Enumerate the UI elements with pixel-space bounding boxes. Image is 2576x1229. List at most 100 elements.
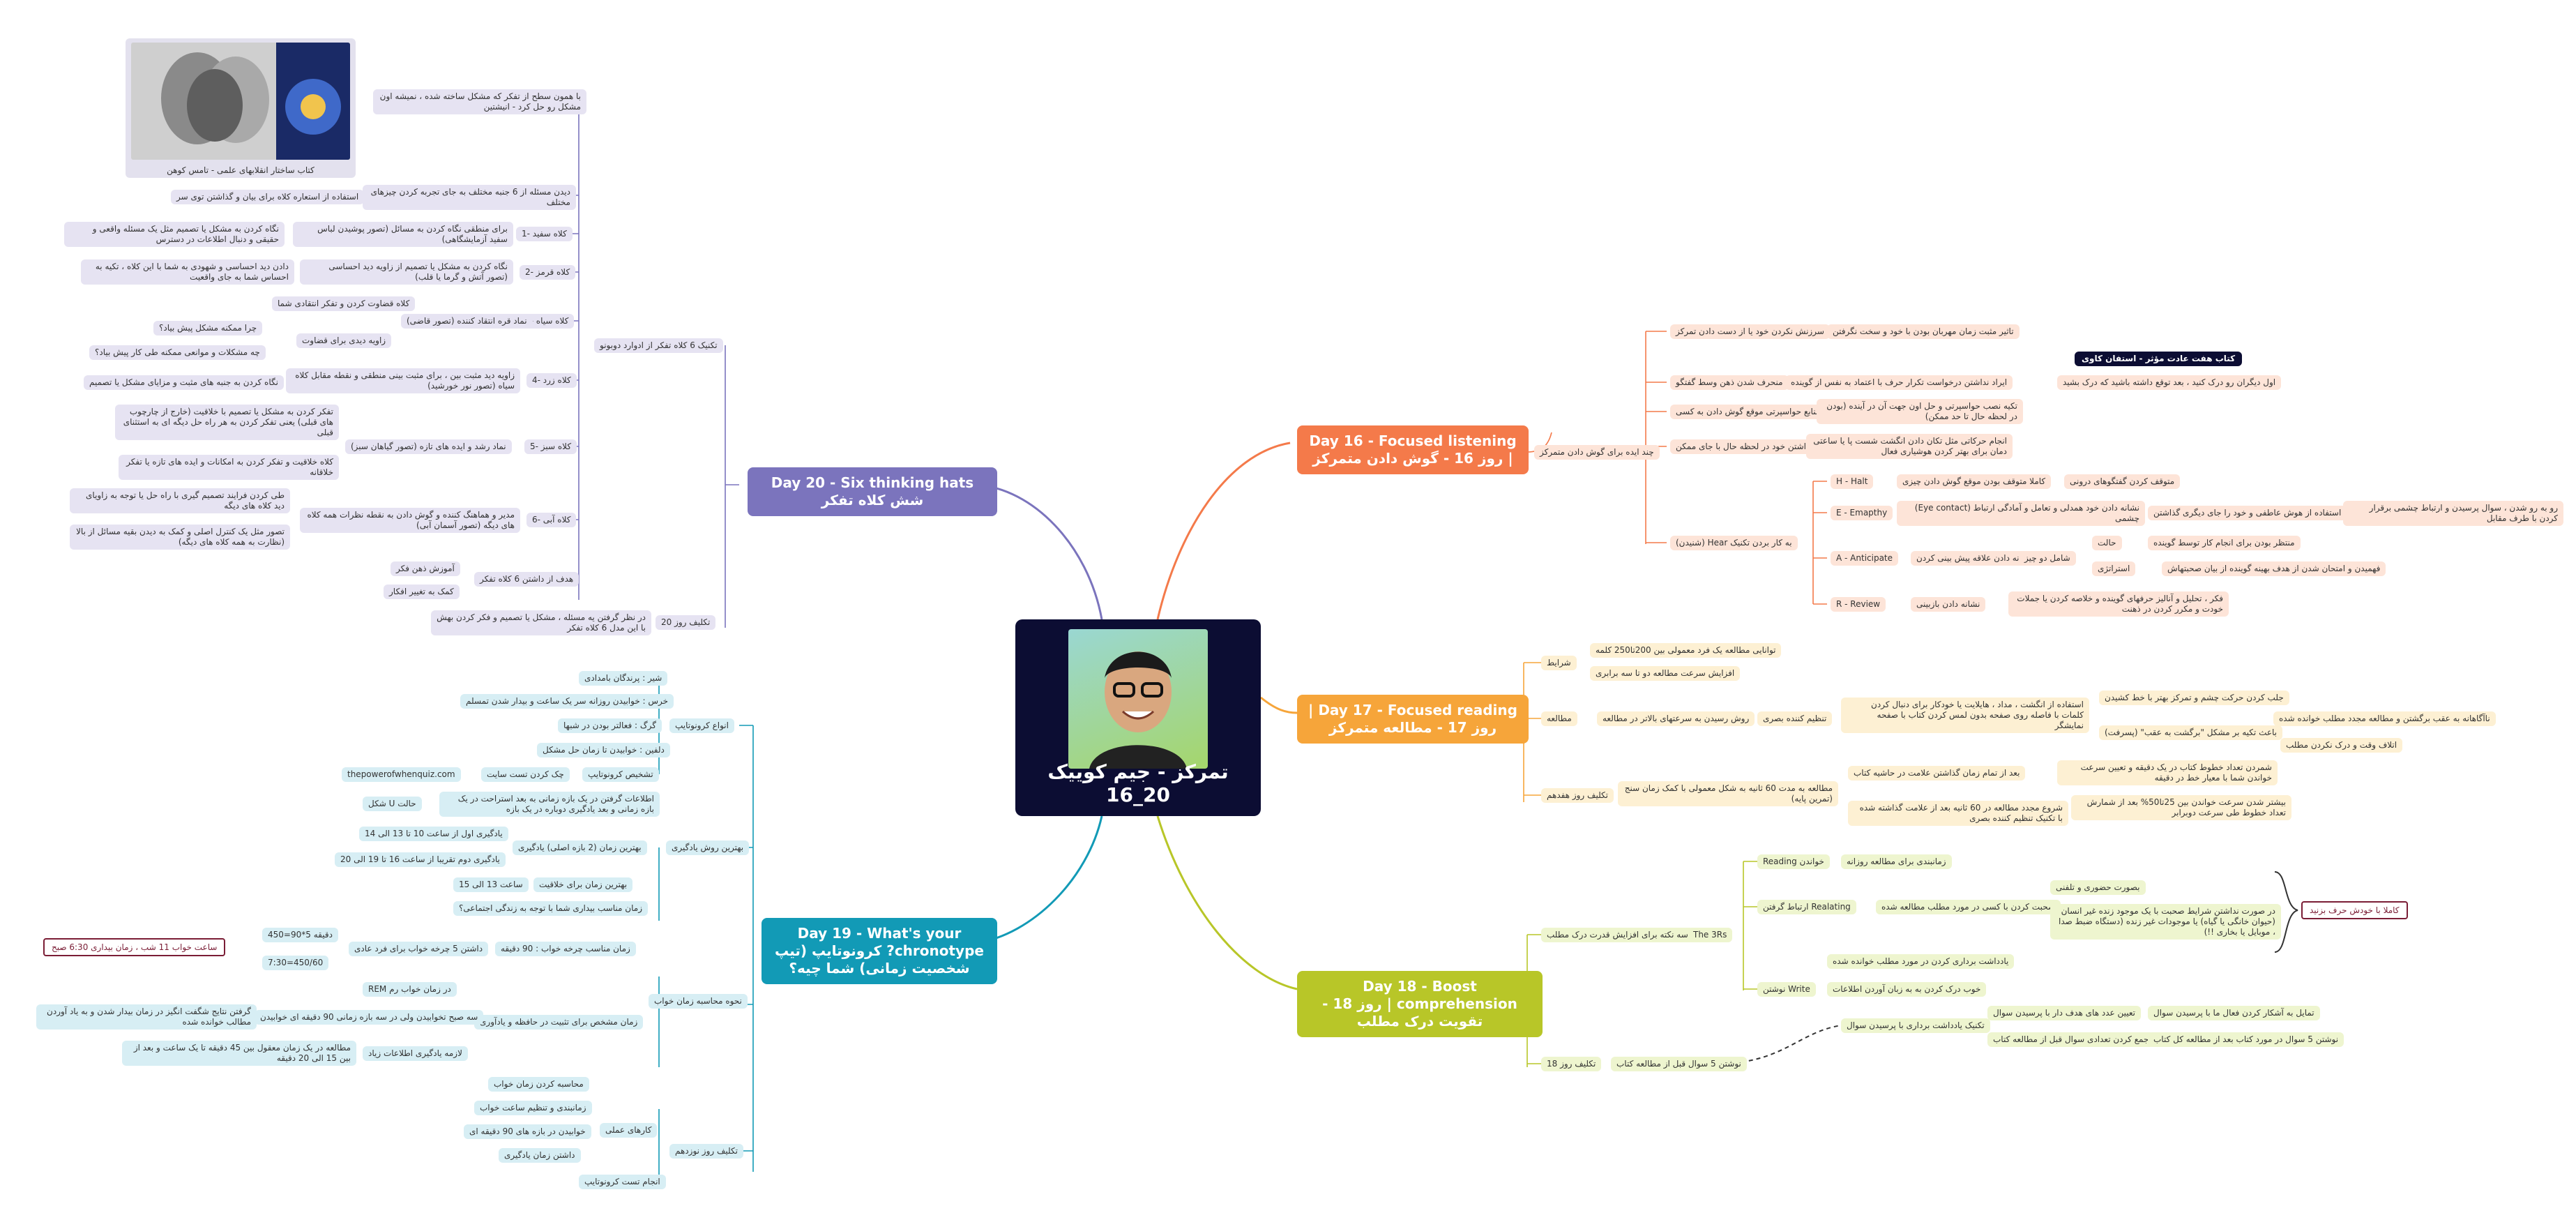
practical-5[interactable]: انجام تست کرونوتایپ — [579, 1175, 666, 1189]
yellow-hat[interactable]: کلاه زرد -4 — [526, 373, 577, 388]
kuhn-book-image[interactable]: کتاب ساختار انقلابهای علمی - تامس کوهن — [126, 38, 356, 178]
goal-2[interactable]: کمک به تغییر افکار — [384, 585, 460, 599]
hear-a-strategy-detail[interactable]: فهمیدن و امتحان شدن از هدف بهینه گوینده … — [2162, 561, 2386, 576]
practical-4[interactable]: داشتن زمان یادگیری — [499, 1148, 581, 1163]
relating-note[interactable]: کاملا با خودش حرف بزنید — [2301, 901, 2408, 919]
six-hats-intro[interactable]: دیدن مسئله از 6 جنبه مختلف به جای تجربه … — [363, 185, 576, 210]
hear-e-detail[interactable]: نشانه دادن خود همدلی و تعامل و آمادگی ار… — [1897, 501, 2145, 526]
hat-metaphor[interactable]: استفاده از استعاره کلاه برای بیان و گذاش… — [171, 190, 365, 204]
day17-reading[interactable]: مطالعه — [1541, 711, 1577, 726]
rs-relating-1[interactable]: بصورت حضوری و تلفنی — [2050, 880, 2146, 895]
red-hat-detail[interactable]: دادن دید احساسی و شهودی به شما با این کل… — [81, 259, 294, 285]
visual-pacer[interactable]: تنظیم کننده بصری — [1757, 711, 1833, 726]
black-hat-detail-1[interactable]: کلاه قضاوت کردن و تفکر انتقادی شما — [272, 296, 416, 311]
hear-a-state-detail[interactable]: منتظر بودن برای انجام کار توسط گوینده — [2148, 536, 2301, 550]
rs-relating-detail[interactable]: صحبت کردن با کسی در مورد مطلب مطالعه شده — [1876, 900, 2061, 914]
learning-creative-time[interactable]: ساعت 13 الی 15 — [453, 877, 529, 892]
hear-e[interactable]: E - Emapthy — [1831, 506, 1893, 520]
black-hat-q1[interactable]: چرا ممکنه مشکل پیش بیاد؟ — [153, 321, 263, 335]
regression-1[interactable]: ناآگاهانه به عقب برگشتن و مطالعه مجدد مط… — [2273, 711, 2496, 726]
green-hat-desc[interactable]: نماد رشد و ایده های تازه (تصور گیاهان سب… — [345, 439, 512, 454]
day16-idea-3-detail[interactable]: تکیه نصب حواسپرتی و حل اون جهت آن در آین… — [1817, 399, 2023, 424]
spaced-learning[interactable]: لازمه یادگیری اطلاعات زیاد — [363, 1046, 468, 1061]
white-hat-detail[interactable]: نگاه کردن به مشکل یا تصمیم مثل یک مسئله … — [64, 222, 285, 247]
rs-write[interactable]: Write نوشتن — [1757, 982, 1816, 997]
sleep-question[interactable]: زمان مناسب بیداری شما با توجه به زندگی ا… — [453, 901, 648, 916]
sleep-five-cycles[interactable]: داشتن 5 چرخه خواب برای فرد عادی — [349, 942, 489, 956]
green-hat[interactable]: کلاه سبز -5 — [524, 439, 577, 454]
black-hat-detail-2[interactable]: زاویه دیدی برای قضاوت — [296, 333, 392, 348]
day16-idea-1-detail[interactable]: تاثیر مثبت زمان مهربان بودن با خود و سخت… — [1827, 324, 2020, 339]
rs-write-3a[interactable]: تعیین عدد های هدف دار با پرسیدن سوال — [1987, 1006, 2141, 1020]
hear-a-parts[interactable]: شامل دو چیز — [2019, 551, 2076, 566]
u-shape[interactable]: حالت U شکل — [363, 797, 422, 811]
green-hat-detail-1[interactable]: تفکر کردن به مشکل یا تصمیم با خلاقیت (خا… — [115, 405, 339, 440]
rs-write-1[interactable]: یادداشت برداری کردن در مورد مطلب خوانده … — [1827, 954, 2015, 969]
day17-step-2-detail[interactable]: بیشتر شدن سرعت خواندن بین 25تا50% بعد از… — [2071, 795, 2291, 820]
black-hat-desc[interactable]: نماد قره انتقاد کننده (تصور قاضی) — [401, 314, 533, 329]
blue-hat-detail-1[interactable]: طی کردن فرایند تصمیم گیری با راه حل یا ت… — [70, 488, 290, 513]
six-hats-goal[interactable]: هدف از داشتن 6 کلاه تفکر — [474, 572, 579, 587]
branch-day16[interactable]: Day 16 - Focused listening | روز 16 - گو… — [1297, 425, 1529, 474]
day18-ideas[interactable]: سه نکته برای افزایش قدرت درک مطلب — [1541, 928, 1694, 942]
learning-creative[interactable]: بهترین زمان برای خلاقیت — [533, 877, 633, 892]
rs-write-2[interactable]: خوب درک کردن به به زبان آوردن اطلاعات — [1827, 982, 1987, 997]
day17-step-1-detail[interactable]: شمردن تعداد خطوط کتاب در یک دقیقه و تعیی… — [2057, 760, 2278, 785]
day16-idea-3[interactable]: کنترل منابع حواسپرتی موقع گوش دادن به کس… — [1670, 405, 1849, 419]
branch-day19[interactable]: Day 19 - What's your chronotype? کرونوتا… — [762, 918, 997, 984]
day17-method[interactable]: روش رسیدن به سرعتهای بالاتر در مطالعه — [1597, 711, 1755, 726]
hear-h-subdetail[interactable]: متوقف کردن گفتگوهای درونی — [2064, 474, 2181, 489]
hear-technique[interactable]: به کار بردن تکنیک Hear (شنیدن) — [1670, 536, 1798, 550]
practical-2[interactable]: زمانبندی و تنظیم ساعت خواب — [474, 1101, 592, 1115]
three-rs[interactable]: The 3Rs — [1688, 928, 1733, 942]
six-hats-technique[interactable]: تکنیک 6 کلاه تفکر از ادوارد دوبونو — [594, 338, 723, 353]
green-hat-detail-2[interactable]: کلاه خلاقیت و تفکر کردن به امکانات و اید… — [119, 455, 339, 480]
quiz-link[interactable]: thepowerofwhenquiz.com — [342, 767, 461, 782]
practical-3[interactable]: خوابیدن در بازه های 90 دقیقه ای — [464, 1124, 591, 1139]
rs-relating-2[interactable]: در صورت نداشتن شرایط صحبت با یک موجود زن… — [2050, 904, 2281, 940]
chronotype-test[interactable]: تشخیص کرونوتایپ — [582, 767, 659, 782]
type-lion[interactable]: شیر : پرندگان بامدادی — [579, 671, 668, 686]
sleep-calc-2[interactable]: 450/60=7:30 — [262, 956, 329, 970]
sleep-calc[interactable]: نحوه محاسبه زمان خواب — [649, 994, 748, 1009]
day17-task[interactable]: تکلیف روز هفدهم — [1541, 788, 1614, 803]
white-hat-desc[interactable]: برای منطقی نگاه کردن به مسائل (تصور پوشی… — [293, 222, 513, 247]
einstein-quote[interactable]: با همون سطح از تفکر که مشکل ساخته شده ، … — [373, 89, 586, 114]
rem-sleep[interactable]: در زمان خواب رم REM — [363, 982, 457, 997]
type-dolphin[interactable]: دلفین : خوابیدن تا زمان حل مشکل — [537, 743, 670, 757]
rs-reading-detail[interactable]: زمانبندی برای مطالعه روزانه — [1841, 854, 1952, 869]
blue-hat[interactable]: کلاه آبی -6 — [526, 513, 577, 527]
hear-e-subdetail-2[interactable]: رو به رو شدن ، سوال پرسیدن و ارتباط چشمی… — [2343, 501, 2563, 526]
type-bear[interactable]: خرس : خوابیدن روزانه سر یک ساعت و بیدار … — [460, 694, 674, 709]
day18-task-detail[interactable]: نوشتن 5 سوال قبل از مطالعه کتاب — [1611, 1057, 1747, 1071]
type-wolf[interactable]: گرگ : فعالتر بودن در شبها — [558, 718, 662, 733]
blue-hat-desc[interactable]: مدیر و هماهنگ کننده و گوش دادن به نقطه ن… — [300, 508, 520, 533]
day19-task[interactable]: تکلیف روز نوزدهم — [669, 1144, 743, 1159]
rem-detail-2[interactable]: گرفتن نتایج شگفت انگیز در زمان بیدار شدن… — [36, 1004, 257, 1030]
hear-a[interactable]: A - Anticipate — [1831, 551, 1899, 566]
day17-condition-2[interactable]: افزایش سرعت مطالعه دو تا سه برابری — [1590, 666, 1741, 681]
branch-day18[interactable]: Day 18 - Boost comprehension | روز 18 - … — [1297, 971, 1543, 1037]
rs-write-3[interactable]: تکنیک یادداشت برداری با پرسیدن سوال — [1841, 1018, 1990, 1033]
hear-a-state[interactable]: حالت — [2092, 536, 2122, 550]
sleep-cycle[interactable]: زمان مناسب چرخه خواب : 90 دقیقه — [495, 942, 636, 956]
goal-1[interactable]: آموزش ذهن فکر — [391, 561, 460, 576]
day17-step-1[interactable]: بعد از تمام زمان گذاشتن علامت در حاشیه ک… — [1848, 766, 2026, 781]
memory-consolidation[interactable]: زمان مشخص برای تثبیت در حافظه و یادآوری — [474, 1015, 644, 1030]
learning-method-detail[interactable]: اطلاعات گرفتن در یک بازه زمانی به بعد اس… — [439, 792, 660, 817]
black-hat-q2[interactable]: چه مشکلات و موانعی ممکنه طی کار پیش بیاد… — [89, 345, 266, 360]
pacer-benefit-2[interactable]: باعث تکیه بر مشکل "برگشت به عقب" (پسرفت) — [2099, 725, 2283, 740]
chronotype-types[interactable]: انواع کرونوتایپ — [669, 718, 734, 733]
day17-step-2[interactable]: شروع مجدد مطالعه در 60 ثانیه بعد از علام… — [1848, 801, 2068, 826]
hear-a-strategy[interactable]: استراتژی — [2092, 561, 2136, 576]
learning-method[interactable]: بهترین روش یادگیری — [666, 840, 750, 855]
blue-hat-detail-2[interactable]: تصور مثل یک کنترل اصلی و کمک به دیدن بقی… — [70, 525, 290, 550]
learning-time-1[interactable]: یادگیری اول از ساعت 10 تا 13 الی 14 — [359, 827, 508, 841]
hear-h-detail[interactable]: کاملا متوقف بودن موقع گوش دادن چیزی — [1897, 474, 2052, 489]
rs-reading[interactable]: خواندن Reading — [1757, 854, 1830, 869]
hear-e-subdetail[interactable]: استفاده از هوش عاطفی و خود را جای دیگری … — [2148, 506, 2347, 520]
white-hat[interactable]: کلاه سفید -1 — [516, 227, 573, 241]
spaced-learning-detail[interactable]: مطالعه در یک زمان معقول بین 45 دقیقه تا … — [122, 1041, 356, 1066]
hear-r[interactable]: R - Review — [1831, 597, 1886, 612]
day16-idea-4-detail[interactable]: انجام حرکاتی مثل تکان دادن انگشت شست پا … — [1806, 434, 2013, 459]
